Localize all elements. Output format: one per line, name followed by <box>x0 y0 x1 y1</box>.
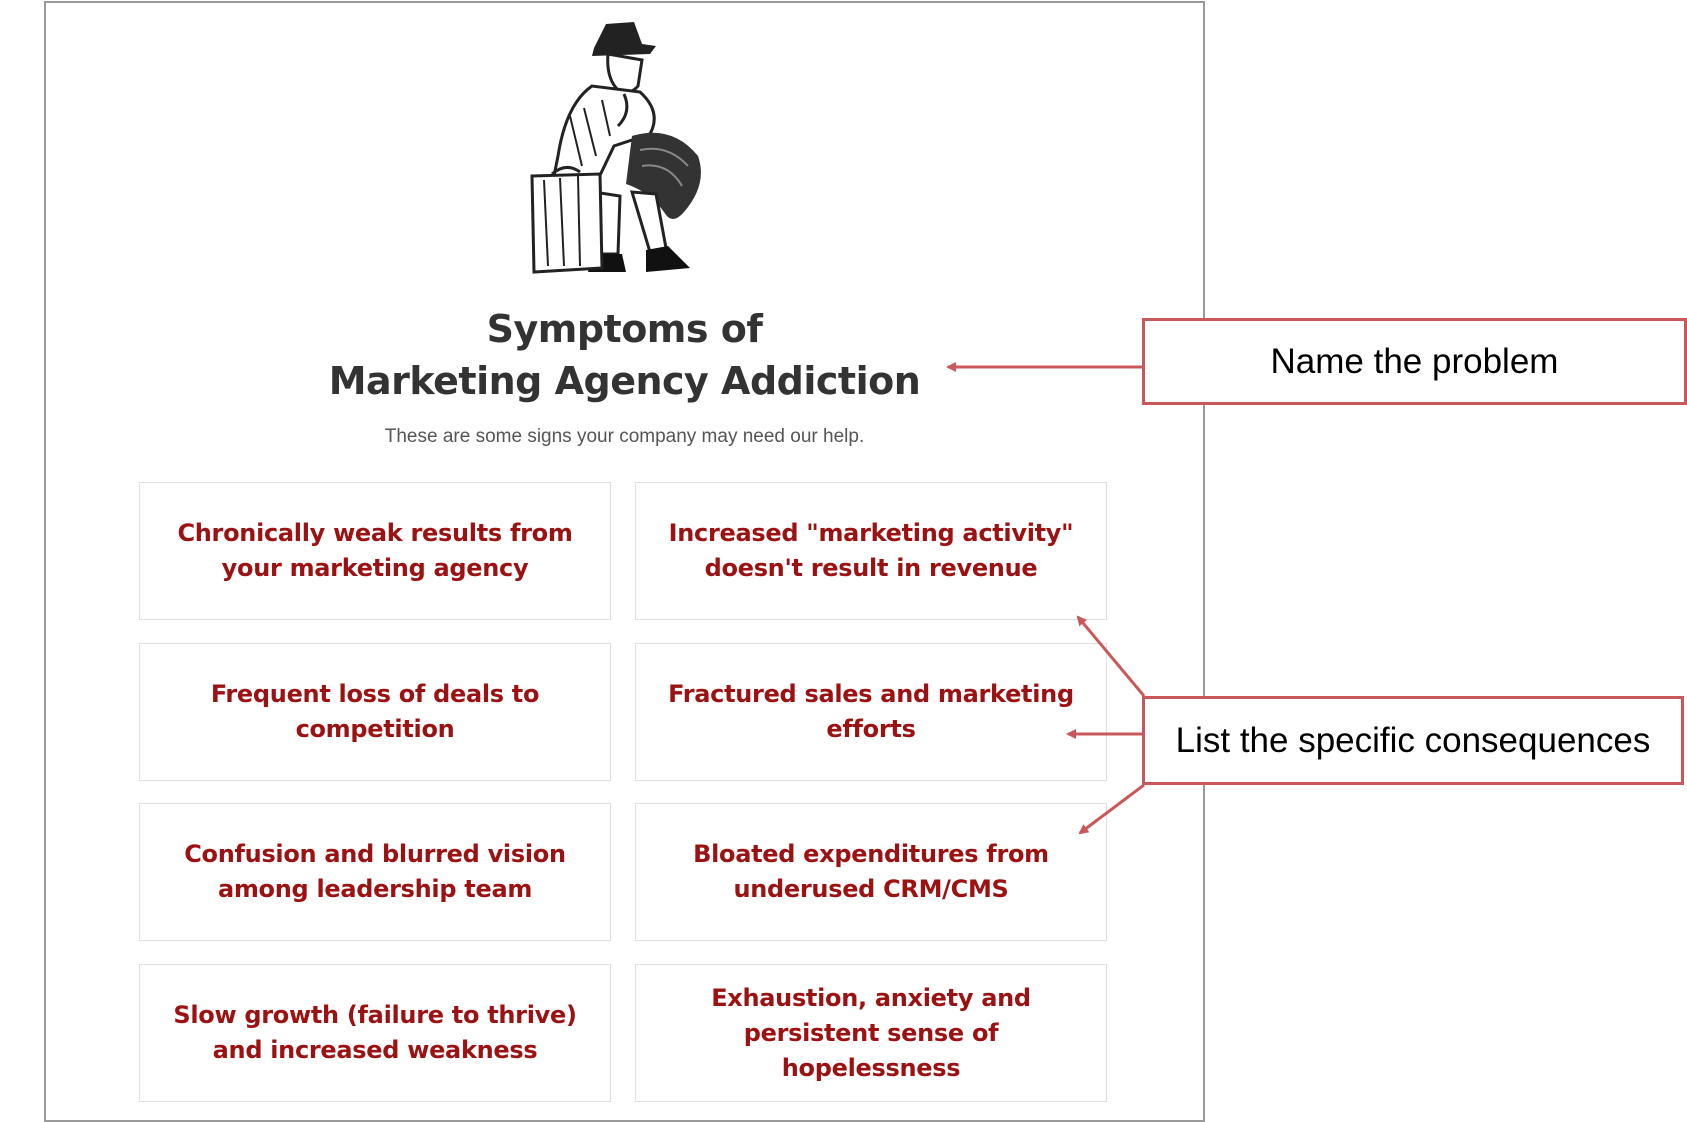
page-subtitle: These are some signs your company may ne… <box>384 426 865 447</box>
symptom-card-text: Frequent loss of deals to competition <box>210 680 540 743</box>
symptom-card-text: Bloated expenditures from underused CRM/… <box>693 840 1049 903</box>
symptom-card-text: Confusion and blurred vision among leade… <box>184 840 566 903</box>
symptom-card: Exhaustion, anxiety and persistent sense… <box>635 964 1107 1102</box>
title-line-2: Marketing Agency Addiction <box>328 359 921 403</box>
title-line-1: Symptoms of <box>486 307 763 351</box>
callout-consequences-label: List the specific consequences <box>1175 720 1651 760</box>
symptom-card: Bloated expenditures from underused CRM/… <box>635 803 1107 941</box>
callout-name-the-problem: Name the problem <box>1142 318 1687 405</box>
symptom-card-text: Fractured sales and marketing efforts <box>668 680 1074 743</box>
symptom-card: Confusion and blurred vision among leade… <box>139 803 611 941</box>
callout-list-consequences: List the specific consequences <box>1142 696 1684 785</box>
symptom-card-text: Increased "marketing activity" doesn't r… <box>668 519 1074 582</box>
symptom-card: Slow growth (failure to thrive) and incr… <box>139 964 611 1102</box>
symptom-card-text: Chronically weak results from your marke… <box>177 519 573 582</box>
sitting-man-illustration <box>530 22 701 274</box>
symptom-card-text: Slow growth (failure to thrive) and incr… <box>173 1001 577 1064</box>
symptom-card: Frequent loss of deals to competition <box>139 643 611 781</box>
symptom-card-text: Exhaustion, anxiety and persistent sense… <box>711 983 1031 1082</box>
page-title: Symptoms of Marketing Agency Addiction <box>44 303 1205 407</box>
symptom-card: Chronically weak results from your marke… <box>139 482 611 620</box>
callout-problem-label: Name the problem <box>1270 341 1559 381</box>
symptom-card: Fractured sales and marketing efforts <box>635 643 1107 781</box>
symptom-card: Increased "marketing activity" doesn't r… <box>635 482 1107 620</box>
